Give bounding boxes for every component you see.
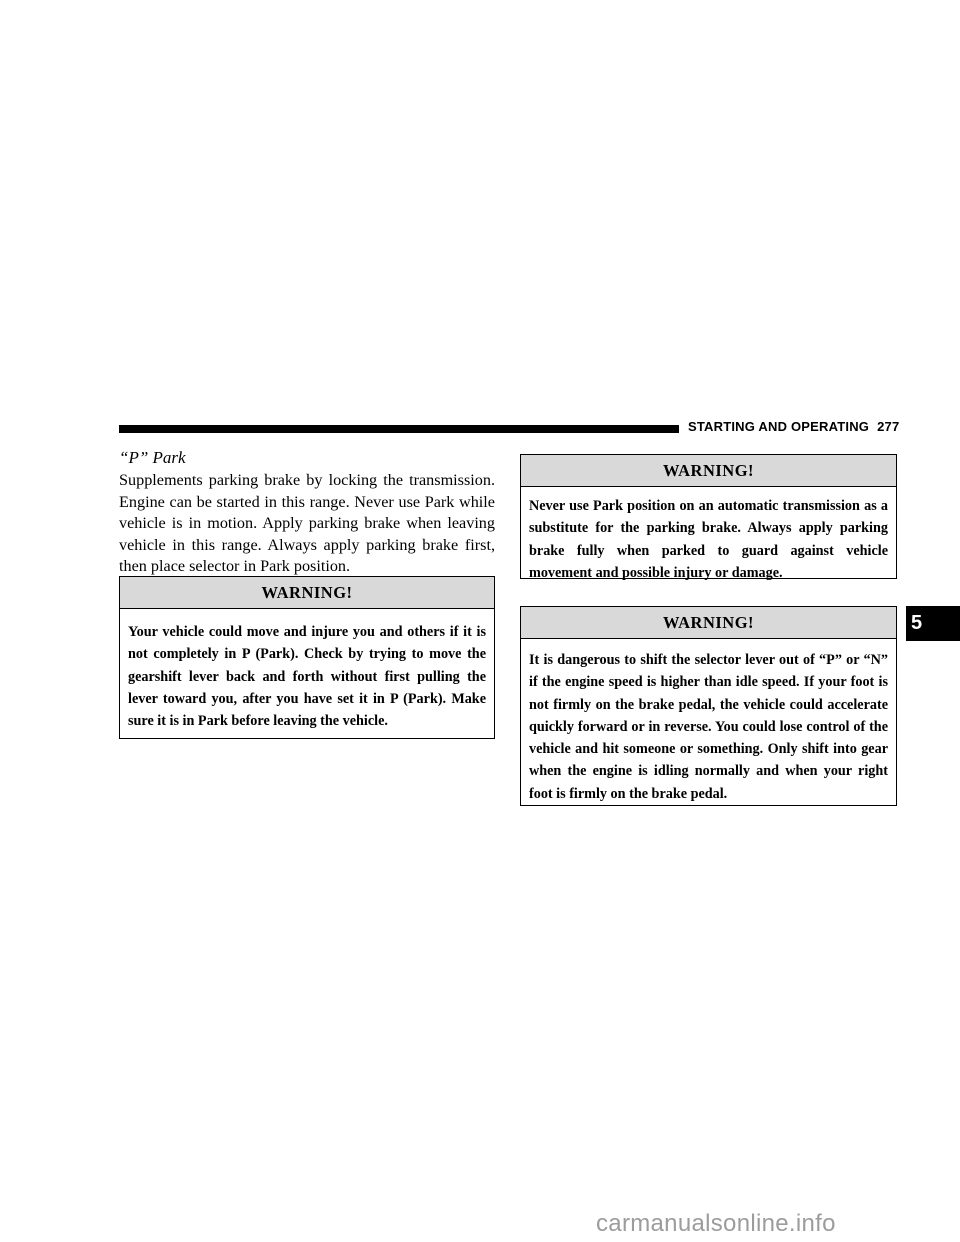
warning-box-parking-brake: WARNING! Never use Park position on an a…: [520, 454, 897, 581]
warning-box-shift-selector: WARNING! It is dangerous to shift the se…: [520, 606, 897, 806]
warning-title: WARNING!: [521, 455, 896, 487]
running-header: STARTING AND OPERATING 277: [688, 419, 899, 434]
watermark: carmanualsonline.info: [596, 1210, 836, 1237]
park-description: Supplements parking brake by locking the…: [119, 471, 495, 575]
warning-title: WARNING!: [521, 607, 896, 639]
page-number: 277: [877, 419, 900, 434]
header-rule: [119, 425, 679, 433]
warning-text: Never use Park position on an automatic …: [529, 498, 888, 581]
warning-box-park-check: WARNING! Your vehicle could move and inj…: [119, 576, 495, 739]
park-heading: “P” Park: [119, 448, 186, 467]
warning-title: WARNING!: [120, 577, 494, 609]
section-title: STARTING AND OPERATING: [688, 419, 870, 434]
chapter-tab: 5: [906, 606, 960, 641]
warning-text: It is dangerous to shift the selector le…: [529, 652, 888, 802]
warning-text: Your vehicle could move and injure you a…: [128, 624, 486, 730]
